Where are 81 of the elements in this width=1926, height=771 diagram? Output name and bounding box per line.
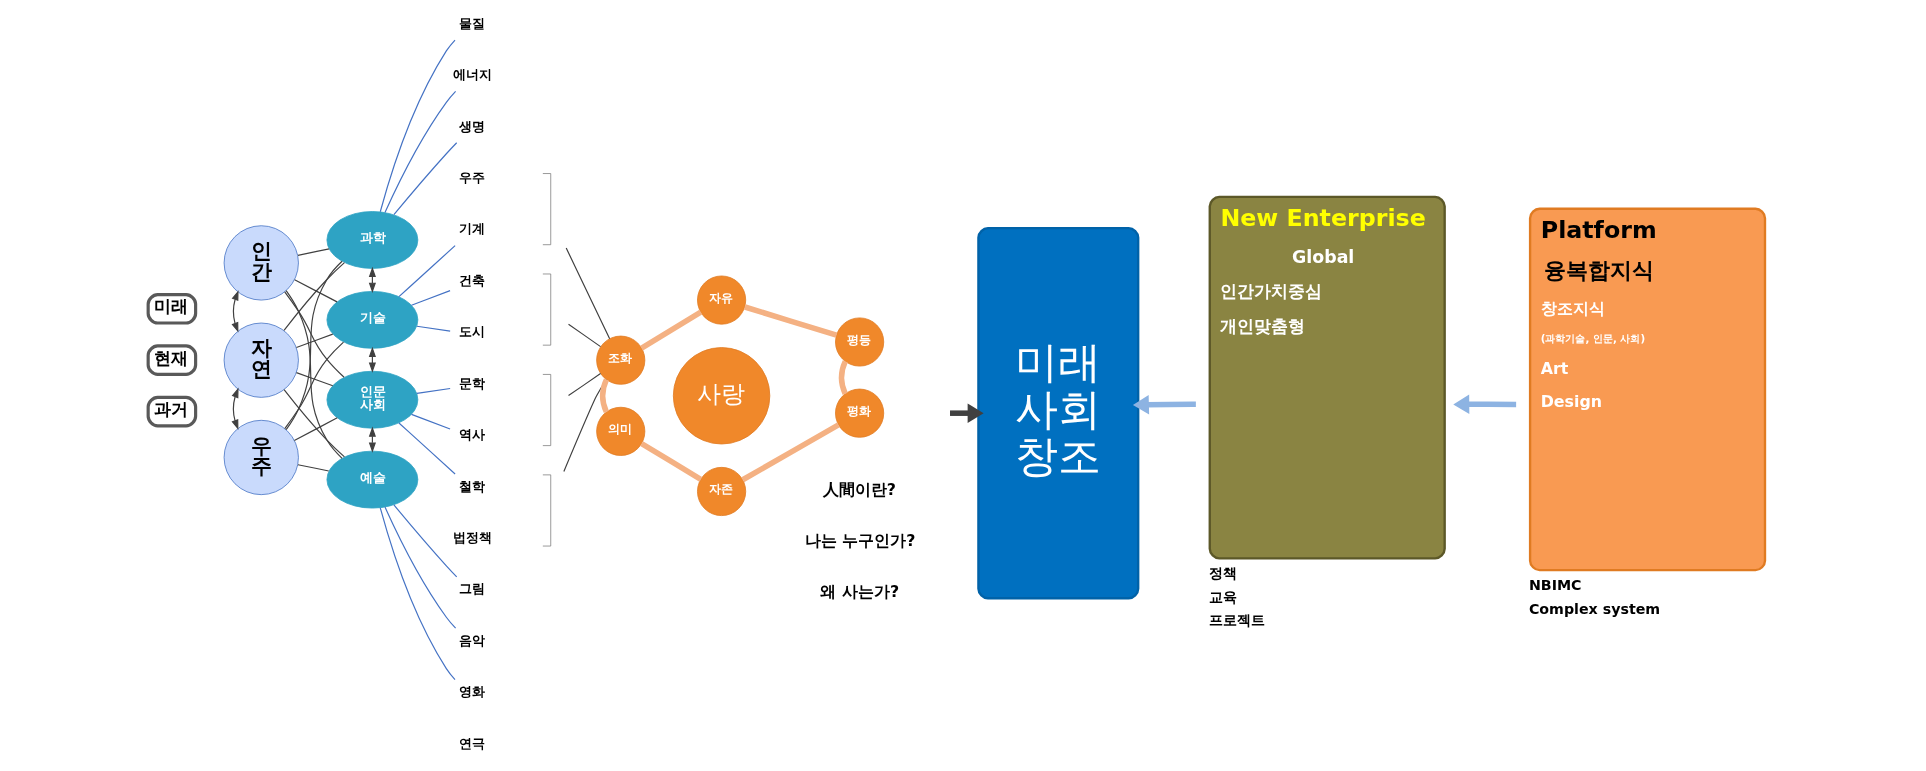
node-text: 기계	[458, 221, 485, 237]
node-circle: 의미	[595, 406, 645, 456]
connector	[296, 464, 329, 472]
node-text: 그림	[458, 581, 485, 597]
label: 왜 사는가?	[819, 582, 899, 602]
connector	[379, 39, 456, 213]
node-box: 미래	[146, 292, 197, 325]
node-text: 철학	[458, 478, 485, 494]
node-circle: 사랑	[672, 347, 770, 445]
node-text: 음악	[458, 632, 485, 648]
connector	[282, 262, 345, 332]
node-circle: 조화	[595, 335, 645, 385]
connector	[295, 333, 333, 349]
connector	[392, 504, 457, 578]
label: 人間이란?	[822, 479, 896, 499]
node-label: 프로젝트	[1208, 612, 1265, 629]
connector	[283, 389, 345, 458]
connector	[283, 291, 345, 378]
node-text: 건축	[458, 272, 485, 288]
label: 나는 누구인가?	[804, 531, 915, 551]
node-circle: 평등	[834, 317, 884, 367]
node-bracket	[541, 474, 551, 547]
label: 우주	[458, 170, 485, 186]
connector	[415, 325, 451, 332]
node-bracket	[541, 273, 551, 346]
node-bracket	[541, 173, 551, 246]
node-circle: 평화	[834, 388, 884, 438]
node-bracket	[541, 374, 551, 446]
connector	[397, 422, 456, 475]
connector	[383, 506, 456, 629]
node-ellipse: 과학	[326, 211, 418, 269]
node-ellipse: 기술	[326, 291, 418, 349]
node-box: 과거	[146, 395, 197, 428]
node-text: 에너지	[452, 67, 492, 83]
connector	[639, 309, 702, 351]
connector	[567, 323, 601, 348]
connector	[285, 260, 343, 431]
connector	[383, 90, 456, 214]
node-box: 미래 사회 창조	[976, 226, 1139, 600]
node-text: 도시	[458, 324, 485, 340]
node-text: 문학	[458, 375, 485, 391]
node-label: 정책	[1208, 565, 1237, 582]
node-circle: 자존	[696, 466, 746, 516]
node-label: NBIMC	[1528, 576, 1582, 593]
connector	[740, 422, 840, 483]
connector	[415, 387, 451, 394]
connector	[567, 372, 601, 397]
arrow	[231, 290, 239, 333]
connector	[838, 360, 848, 395]
connector	[410, 290, 451, 306]
connector	[379, 507, 456, 681]
arrow	[1452, 394, 1516, 415]
connector	[392, 142, 457, 216]
connector	[283, 341, 344, 430]
connector	[285, 290, 343, 459]
node-label: Complex system	[1528, 600, 1660, 617]
arrow	[949, 403, 984, 423]
node-ellipse: 인문 사회	[326, 370, 418, 429]
arrow	[231, 387, 239, 430]
node-text: 물질	[458, 15, 485, 31]
node-box: 현재	[146, 344, 197, 376]
connector	[296, 248, 330, 256]
node-text: 영화	[458, 684, 485, 700]
node-circle: 자유	[696, 275, 746, 325]
connector	[599, 378, 609, 413]
connector	[410, 413, 451, 430]
node-text: 생명	[458, 118, 485, 134]
connector	[562, 379, 607, 473]
label: 연극	[458, 735, 485, 751]
connector	[397, 245, 456, 298]
node-text: 역사	[458, 427, 485, 443]
label: 법정책	[452, 529, 492, 545]
arrow	[1132, 394, 1196, 415]
connector	[565, 247, 610, 340]
node-label: 교육	[1208, 588, 1237, 605]
connector	[743, 304, 837, 338]
connector	[639, 441, 702, 482]
connector	[295, 372, 333, 387]
connector	[293, 279, 338, 303]
node-ellipse: 예술	[326, 450, 418, 509]
connector	[293, 417, 338, 442]
